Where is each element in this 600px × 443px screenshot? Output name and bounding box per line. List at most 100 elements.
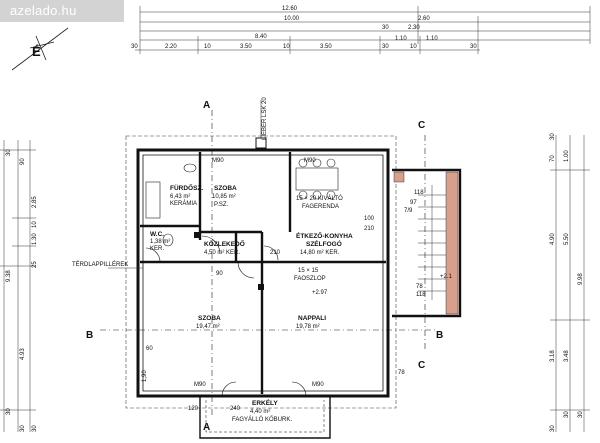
dim-top-row4-1: 2.20 — [165, 44, 177, 50]
room-erkely-area: 4,40 m² — [250, 409, 270, 415]
label-210-b: 210 — [270, 250, 281, 256]
fagerenda-label: FAGERENDA — [302, 204, 339, 210]
dim-right-4: 3.18 — [550, 350, 556, 362]
dim-right-5: 1.00 — [564, 150, 570, 162]
section-a-bottom: A — [203, 422, 210, 433]
room-kozlekedo-name: KÖZLEKEDŐ — [204, 239, 245, 248]
lieber-label: LIEBER LSK 20 — [262, 97, 268, 140]
stair-block — [392, 168, 462, 318]
room-szoba1-area: 10,85 m² — [212, 194, 236, 200]
room-szoba1-floor: P.SZ. — [214, 202, 229, 208]
right-dimension-lines — [550, 135, 590, 432]
room-nappali-area: 19,78 m² — [296, 324, 320, 330]
room-erkely-name: ERKÉLY — [252, 398, 278, 407]
dim-right-1: 4.90 — [550, 233, 556, 245]
dim-top-row4-4: 10 — [283, 44, 290, 50]
room-nappali-name: NAPPALI — [298, 315, 326, 322]
label-240: 240 — [230, 406, 241, 412]
dim-left-9: 30 — [20, 425, 26, 432]
room-szoba2-area: 19,47 m² — [196, 324, 220, 330]
dim-top-row4-5: 3.50 — [320, 44, 332, 50]
m90-label-1: M90 — [212, 158, 224, 164]
stair-n4: 78 — [398, 370, 405, 376]
room-szoba1-name: SZOBA — [214, 185, 237, 192]
bathroom-fixtures — [145, 163, 197, 247]
section-b-left: B — [86, 330, 93, 341]
dining-table — [295, 158, 339, 200]
room-furdo-name: FÜRDŐSZ. — [170, 183, 203, 192]
m90-label-3: M90 — [194, 382, 206, 388]
section-a-top: A — [203, 100, 210, 111]
room-furdo-floor: KERÁMIA — [170, 200, 197, 207]
dim-top-row3-b: 2.30 — [408, 25, 420, 31]
north-arrow-icon — [11, 27, 69, 71]
dim-right-10: 30 — [550, 425, 556, 432]
room-furdo-area: 6,43 m² — [170, 194, 190, 200]
top-dimension-lines — [135, 6, 591, 54]
faoszlop-label-a: 15 × 15 — [298, 268, 319, 274]
dim-top-row4-6: 30 — [382, 44, 389, 50]
dim-top-row4-8: 10 — [410, 44, 417, 50]
columns — [194, 232, 264, 290]
dim-right-7: 30 — [550, 133, 556, 140]
dim-top-row4-0: 30 — [131, 44, 138, 50]
door-swings — [145, 235, 307, 397]
dim-right-2: 9.98 — [578, 273, 584, 285]
section-b-right: B — [436, 330, 443, 341]
m90-label-2: M90 — [304, 158, 316, 164]
exterior-walls — [136, 148, 390, 398]
chimney-icon — [255, 100, 267, 149]
dim-left-8: 30 — [6, 408, 12, 415]
compass-letter: É — [32, 44, 41, 59]
dim-top-row2-b: 2.60 — [418, 16, 430, 22]
room-kozlekedo-area: 4,50 m² KER. — [204, 250, 240, 256]
balcony — [199, 396, 331, 439]
dim-left-6: 30 — [6, 149, 12, 156]
left-dimension-lines — [0, 140, 36, 432]
dim-top-row3-a: 8.40 — [255, 34, 267, 40]
room-etkezo-area: 14,80 m² KER. — [300, 250, 340, 256]
dim-top-row4-9: 1.10 — [426, 36, 438, 42]
terdlap-label: TÉRDLAPPILLÉREK — [72, 261, 128, 268]
dim-top-row4-10: 30 — [470, 44, 477, 50]
section-c-bottom: C — [418, 360, 425, 371]
dim-top-row4-3: 3.50 — [240, 44, 252, 50]
label-190: 1,90 — [142, 370, 148, 382]
level-marker-2: +2.1 — [440, 274, 453, 280]
label-120: 120 — [188, 406, 199, 412]
stair-top-label: 7/9 — [404, 208, 413, 214]
room-etkezo-name: ÉTKEZŐ-KONYHA — [296, 231, 353, 240]
label-210: 210 — [364, 226, 375, 232]
dim-right-6: 70 — [550, 155, 556, 162]
dim-left-2: 90 — [20, 158, 26, 165]
label-60: 60 — [146, 346, 153, 352]
level-marker: +2.97 — [312, 290, 328, 296]
room-szoba2-name: SZOBA — [198, 315, 221, 322]
dim-right-0: 5.50 — [564, 233, 570, 245]
dim-left-1: 4.93 — [20, 348, 26, 360]
watermark-text: azelado.hu — [10, 3, 77, 18]
room-wc-floor: KER. — [150, 246, 164, 252]
dim-left-0: 9.38 — [6, 270, 12, 282]
kivalto-label: 15 × 20 KIVÁLTÓ — [296, 195, 343, 202]
interior-walls — [140, 152, 386, 394]
room-wc-name: W.C. — [150, 231, 164, 238]
dim-top-row3-c: 30 — [382, 25, 389, 31]
dim-left-4: 10 — [32, 221, 38, 228]
dim-right-8: 30 — [564, 411, 570, 418]
m90-label-4: M90 — [312, 382, 324, 388]
label-100: 100 — [364, 216, 375, 222]
dim-left-5: 2.85 — [32, 196, 38, 208]
stair-n2: 78 — [416, 284, 423, 290]
dim-top-row4-7: 1.10 — [395, 36, 407, 42]
dim-top-row2-a: 10.00 — [284, 16, 300, 22]
room-wc-area: 1,38 m² — [150, 239, 170, 245]
dim-top-row1: 12.60 — [282, 6, 298, 12]
section-c-top: C — [418, 120, 425, 131]
room-erkely-floor: FAGYÁLLÓ KŐBURK. — [232, 416, 292, 423]
label-97: 97 — [410, 200, 417, 206]
dim-left-7: 25 — [32, 261, 38, 268]
stair-n1: 118 — [414, 190, 424, 196]
room-etkezo-sub: SZÉLFOGÓ — [306, 239, 342, 248]
